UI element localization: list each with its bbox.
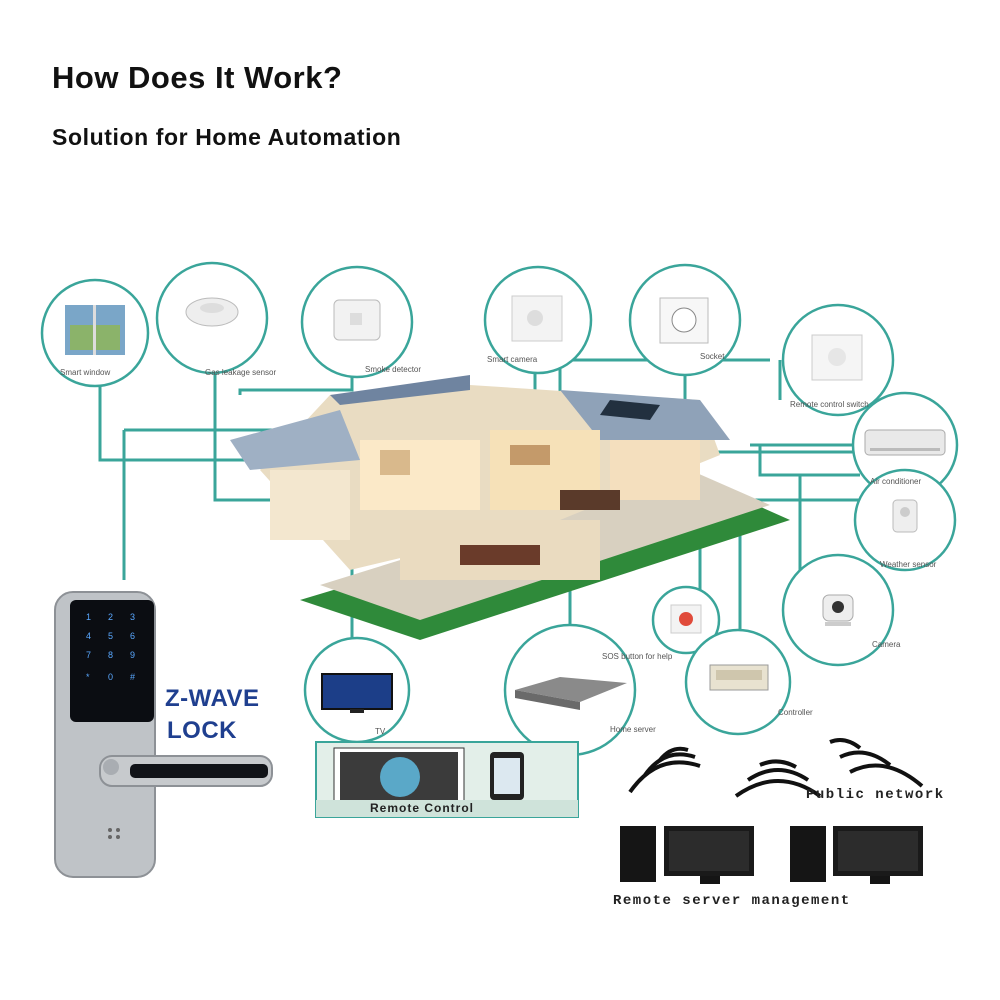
label-remote-switch: Remote control switch xyxy=(790,400,869,409)
tv-icon xyxy=(321,673,393,713)
label-tv: TV xyxy=(375,727,386,736)
label-smart-camera: Smart camera xyxy=(487,355,538,364)
keypad-key: 0 xyxy=(108,672,114,682)
remote-server-label: Remote server management xyxy=(613,893,851,909)
label-camera: Camera xyxy=(872,640,901,649)
keypad-key: 7 xyxy=(86,650,92,660)
public-network-signals xyxy=(628,738,924,798)
label-controller: Controller xyxy=(778,708,813,717)
label-gas-sensor: Gas leakage sensor xyxy=(205,368,277,377)
keypad-key: 5 xyxy=(108,631,114,641)
weather-sensor-icon xyxy=(892,499,918,533)
label-home-server: Home server xyxy=(610,725,656,734)
keypad-key: 3 xyxy=(130,612,136,622)
home-server-icon xyxy=(515,677,627,710)
keypad-key: 4 xyxy=(86,631,92,641)
sos-icon xyxy=(670,604,702,634)
label-weather-sensor: Weather sensor xyxy=(880,560,937,569)
house-illustration xyxy=(230,375,790,640)
window-icon xyxy=(65,305,125,355)
keypad-key: 1 xyxy=(86,612,92,622)
label-air-conditioner: Air conditioner xyxy=(870,477,922,486)
page-subtitle: Solution for Home Automation xyxy=(52,124,402,150)
remote-control-label: Remote Control xyxy=(370,801,474,815)
remote-servers xyxy=(620,826,923,884)
gas-sensor-icon xyxy=(185,297,239,327)
label-smoke-detector: Smoke detector xyxy=(365,365,422,374)
socket-icon xyxy=(659,297,709,344)
label-sos-button: SOS button for help xyxy=(602,652,673,661)
keypad-key: 8 xyxy=(108,650,114,660)
smoke-detector-icon xyxy=(333,299,381,341)
label-socket: Socket xyxy=(700,352,725,361)
keypad-key: * xyxy=(86,672,90,682)
page-title: How Does It Work? xyxy=(52,60,343,95)
lock-title-line1: Z-WAVE xyxy=(165,685,260,712)
switch-icon xyxy=(811,334,863,381)
lock-title-line2: LOCK xyxy=(167,717,237,744)
label-smart-window: Smart window xyxy=(60,368,111,377)
remote-control-panel xyxy=(315,741,579,818)
keypad-key: 6 xyxy=(130,631,136,641)
keypad-key: 9 xyxy=(130,650,136,660)
ac-icon xyxy=(864,429,946,456)
smart-camera-icon xyxy=(511,295,563,342)
keypad-key: 2 xyxy=(108,612,114,622)
public-network-label: Public network xyxy=(806,787,945,803)
camera-icon xyxy=(822,594,854,626)
z-wave-lock xyxy=(54,591,273,878)
keypad-key: # xyxy=(130,672,136,682)
controller-icon xyxy=(709,664,769,691)
